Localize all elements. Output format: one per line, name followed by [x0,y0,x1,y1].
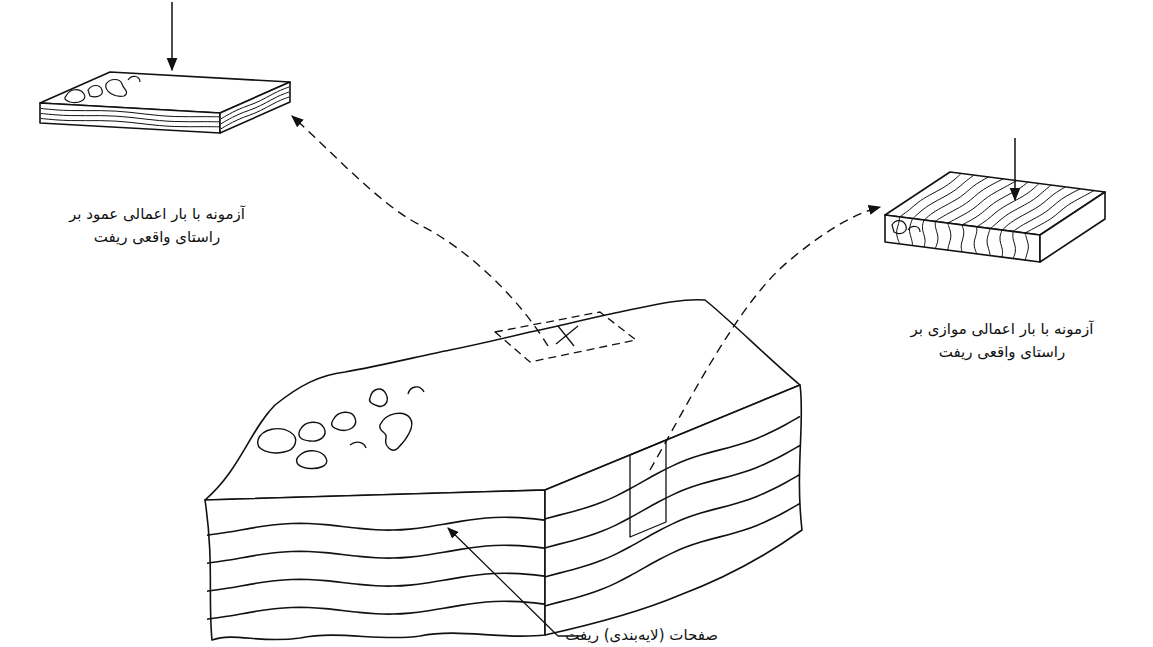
specimen-caption: آزمونه با بار اعمالی موازی بر راستای واق… [890,318,1115,365]
rift-layers [207,517,545,619]
leader-line [448,528,583,636]
mineral-grains [258,387,424,469]
rift-layers [545,416,800,605]
cut-outline [495,312,636,362]
specimen-caption: آزمونه با بار اعمالی عمود بر راستای واقع… [50,203,265,250]
block-side [545,385,802,635]
load-arrow [171,2,173,70]
cut-mark [556,326,578,346]
load-arrow [1014,138,1016,200]
cut-outline [630,440,666,537]
specimen-perpendicular [40,72,290,133]
rift-planes-label: صفحات (لایه‌بندی) ریفت [565,624,718,647]
block-front [205,490,545,640]
extraction-arrow [292,116,548,346]
specimen-parallel [885,172,1105,262]
extraction-arrow [650,207,880,470]
